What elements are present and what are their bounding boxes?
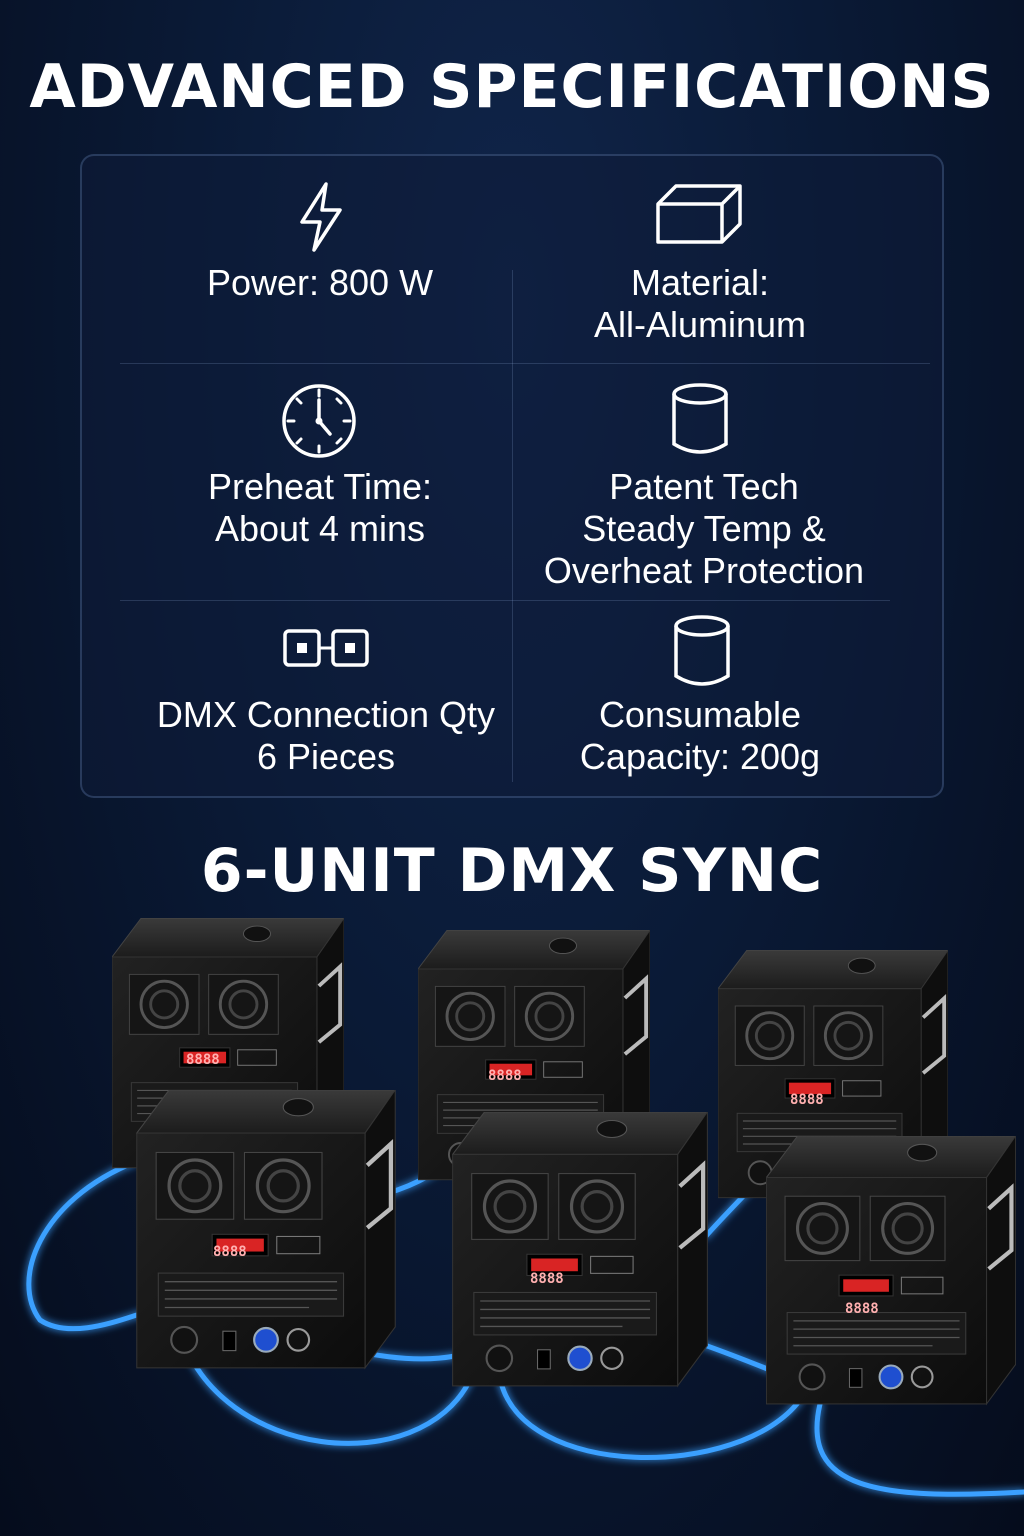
page-title: ADVANCED SPECIFICATIONS [29,52,995,122]
cold-spark-unit [137,1090,395,1368]
dmx-connector-icon [282,626,370,670]
spec-capacity-label: Consumable [598,694,802,735]
spec-patent-line2: Steady Temp & [582,508,826,549]
unit-display: 8888 [790,1092,824,1108]
panel-row-divider [120,363,930,364]
dmx-cable [814,1401,1024,1497]
spec-power: Power: 800 W [120,262,520,304]
unit-display: 8888 [213,1244,247,1260]
spec-dmx-value: 6 Pieces [256,736,396,777]
spec-preheat-label: Preheat Time: [207,466,433,507]
spec-power-label: Power: 800 W [206,262,434,303]
unit-display: 8888 [186,1052,220,1068]
lightning-bolt-icon [296,182,346,252]
unit-display: 8888 [845,1301,879,1317]
unit-display: 8888 [488,1068,522,1084]
spec-capacity-value: Capacity: 200g [579,736,821,777]
dmx-cable [497,1375,803,1460]
panel-row-divider [120,600,890,601]
cold-spark-unit [453,1112,708,1386]
spec-material: Material: All-Aluminum [520,262,880,346]
dmx-cable [26,1159,143,1332]
panel-vertical-divider [512,270,513,782]
spec-dmx: DMX Connection Qty 6 Pieces [120,694,532,778]
specs-panel [80,154,944,798]
spec-material-label: Material: [630,262,770,303]
spec-patent-line3: Overheat Protection [543,550,865,591]
spec-material-value: All-Aluminum [593,304,807,345]
aluminum-block-icon [652,182,746,246]
cold-spark-unit [766,1136,1015,1404]
dmx-cable [177,1329,473,1446]
spec-patent: Patent Tech Steady Temp & Overheat Prote… [520,466,888,592]
spec-capacity: Consumable Capacity: 200g [520,694,880,778]
container-icon [672,614,732,688]
unit-display: 8888 [530,1271,564,1287]
sync-title: 6-UNIT DMX SYNC [200,836,824,906]
spec-dmx-label: DMX Connection Qty [156,694,496,735]
spec-patent-line1: Patent Tech [609,466,799,507]
spec-preheat-value: About 4 mins [214,508,426,549]
product-scene: 8888 8888 8888 8888 8888 8888 [26,918,1024,1497]
clock-icon [280,382,358,460]
spec-preheat: Preheat Time: About 4 mins [120,466,520,550]
cylinder-icon [670,382,730,456]
